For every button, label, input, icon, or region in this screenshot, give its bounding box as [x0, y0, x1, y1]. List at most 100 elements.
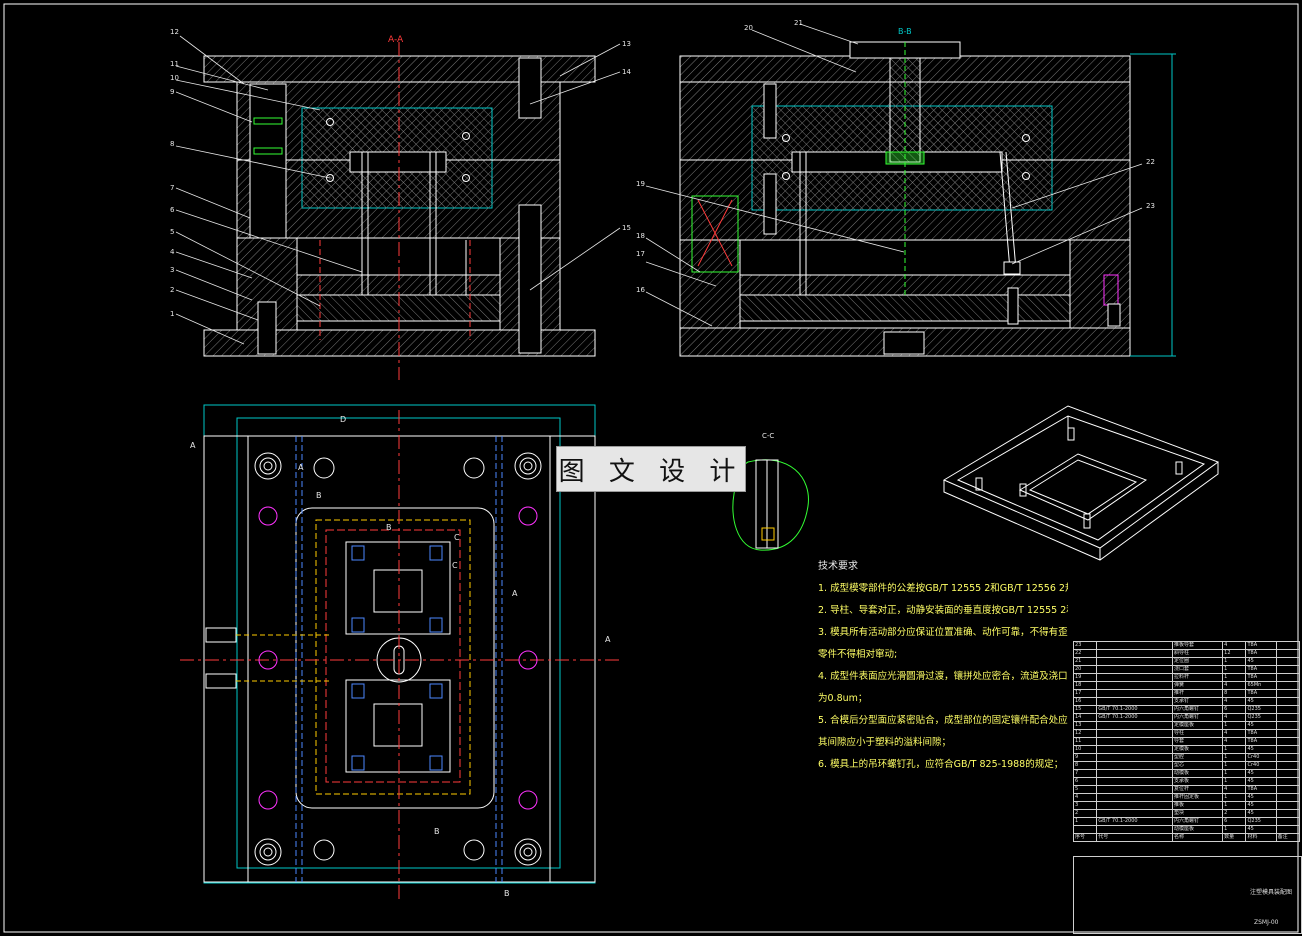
bom-cell-qty: 4	[1222, 641, 1247, 650]
bom-cell-note	[1275, 657, 1301, 666]
bom-cell-name: 内六角螺钉	[1172, 713, 1224, 722]
bom-cell-no: 20	[1072, 665, 1098, 674]
bom-cell-qty: 8	[1222, 689, 1247, 698]
bom-header-cell: 代号	[1096, 833, 1174, 842]
technical-requirements-title: 技术要求	[818, 561, 858, 572]
right-part-numbers: 20 21 22 23 19 18 17 16	[636, 19, 1155, 294]
bom-cell-mat: 45	[1245, 809, 1277, 818]
bom-cell-no: 17	[1072, 689, 1098, 698]
bom-cell-no: 3	[1072, 801, 1098, 810]
svg-text:13: 13	[622, 40, 631, 48]
bom-cell-name: 拉料杆	[1172, 673, 1224, 682]
bom-cell-mat: 45	[1245, 657, 1277, 666]
svg-text:D: D	[340, 415, 346, 424]
technical-note: 4. 成型件表面应光滑圆滑过渡，镶拼处应密合，流道及浇口表面粗糙度参数Ra最大允…	[818, 671, 1068, 682]
bom-cell-no: 19	[1072, 673, 1098, 682]
bom-cell-std	[1096, 801, 1174, 810]
drawing-name: 注塑模具装配图	[1250, 889, 1293, 896]
bom-cell-note	[1275, 681, 1301, 690]
bom-cell-qty: 2	[1222, 809, 1247, 818]
technical-note: 3. 模具所有活动部分应保证位置准确、动作可靠，不得有歪斜和卡滞现象，要求固定的	[818, 627, 1068, 638]
bom-cell-no: 7	[1072, 769, 1098, 778]
bom-cell-qty: 1	[1222, 793, 1247, 802]
bom-cell-note	[1275, 737, 1301, 746]
bom-cell-mat: 45	[1245, 777, 1277, 786]
svg-text:2: 2	[170, 286, 174, 294]
bom-cell-std	[1096, 649, 1174, 658]
bom-cell-name: 斜导柱	[1172, 649, 1224, 658]
bom-cell-qty: 4	[1222, 785, 1247, 794]
svg-text:23: 23	[1146, 202, 1155, 210]
bom-cell-qty: 6	[1222, 705, 1247, 714]
bom-cell-no: 23	[1072, 641, 1098, 650]
bom-cell-qty: 1	[1222, 777, 1247, 786]
bom-cell-std	[1096, 793, 1174, 802]
bom-cell-no: 8	[1072, 761, 1098, 770]
bom-cell-no	[1072, 825, 1098, 834]
bom-cell-no: 16	[1072, 697, 1098, 706]
bom-header-cell: 名称	[1172, 833, 1224, 842]
svg-text:A: A	[298, 463, 304, 472]
bom-cell-no: 1	[1072, 817, 1098, 826]
svg-text:14: 14	[622, 68, 631, 76]
svg-text:A: A	[512, 589, 518, 598]
bom-cell-no: 14	[1072, 713, 1098, 722]
bom-cell-mat: Q235	[1245, 713, 1277, 722]
technical-note: 6. 模具上的吊环螺钉孔，应符合GB/T 825-1988的规定；	[818, 759, 1064, 770]
svg-text:A: A	[605, 635, 611, 644]
bom-cell-mat: T8A	[1245, 737, 1277, 746]
svg-text:A: A	[190, 441, 196, 450]
bom-cell-qty: 1	[1222, 801, 1247, 810]
bom-cell-qty: 1	[1222, 769, 1247, 778]
bom-cell-std: GB/T 70.1-2000	[1096, 705, 1174, 714]
bom-cell-note	[1275, 785, 1301, 794]
bom-cell-mat: T8A	[1245, 665, 1277, 674]
bom-cell-note	[1275, 761, 1301, 770]
bom-cell-note	[1275, 641, 1301, 650]
svg-text:12: 12	[170, 28, 179, 36]
bom-cell-std	[1096, 641, 1174, 650]
bom-cell-mat: 45	[1245, 721, 1277, 730]
bom-cell-name: 内六角螺钉	[1172, 817, 1224, 826]
bom-cell-no: 10	[1072, 745, 1098, 754]
bom-cell-mat: 45	[1245, 769, 1277, 778]
svg-text:4: 4	[170, 248, 175, 256]
bom-cell-std	[1096, 729, 1174, 738]
drawing-code: ZSMJ-00	[1254, 919, 1279, 926]
left-leaders	[175, 35, 621, 345]
bom-cell-no: 22	[1072, 649, 1098, 658]
technical-note: 其间隙应小于塑料的溢料间隙；	[818, 737, 952, 748]
bom-cell-note	[1275, 793, 1301, 802]
bom-cell-std	[1096, 825, 1174, 834]
svg-text:15: 15	[622, 224, 631, 232]
bom-cell-note	[1275, 745, 1301, 754]
svg-text:C: C	[452, 561, 458, 570]
svg-text:7: 7	[170, 184, 174, 192]
svg-text:8: 8	[170, 140, 174, 148]
bom-cell-mat: Cr40	[1245, 761, 1277, 770]
section-label-aa: A-A	[388, 35, 404, 45]
bom-cell-mat: T8A	[1245, 649, 1277, 658]
bom-cell-no: 18	[1072, 681, 1098, 690]
bom-cell-name: 推杆固定板	[1172, 793, 1224, 802]
bom-cell-std	[1096, 721, 1174, 730]
bom-cell-mat: 45	[1245, 697, 1277, 706]
technical-note: 5. 合模后分型面应紧密贴合，成型部位的固定镶件配合处应紧密贴合，如有局部间隙，	[818, 715, 1068, 726]
bom-cell-qty: 4	[1222, 697, 1247, 706]
bom-cell-qty: 4	[1222, 729, 1247, 738]
bom-cell-note	[1275, 777, 1301, 786]
svg-text:5: 5	[170, 228, 174, 236]
title-block: 注塑模具装配图 ZSMJ-00	[1073, 856, 1302, 934]
bom-cell-mat: T8A	[1245, 785, 1277, 794]
drawing-frame	[3, 3, 1299, 933]
